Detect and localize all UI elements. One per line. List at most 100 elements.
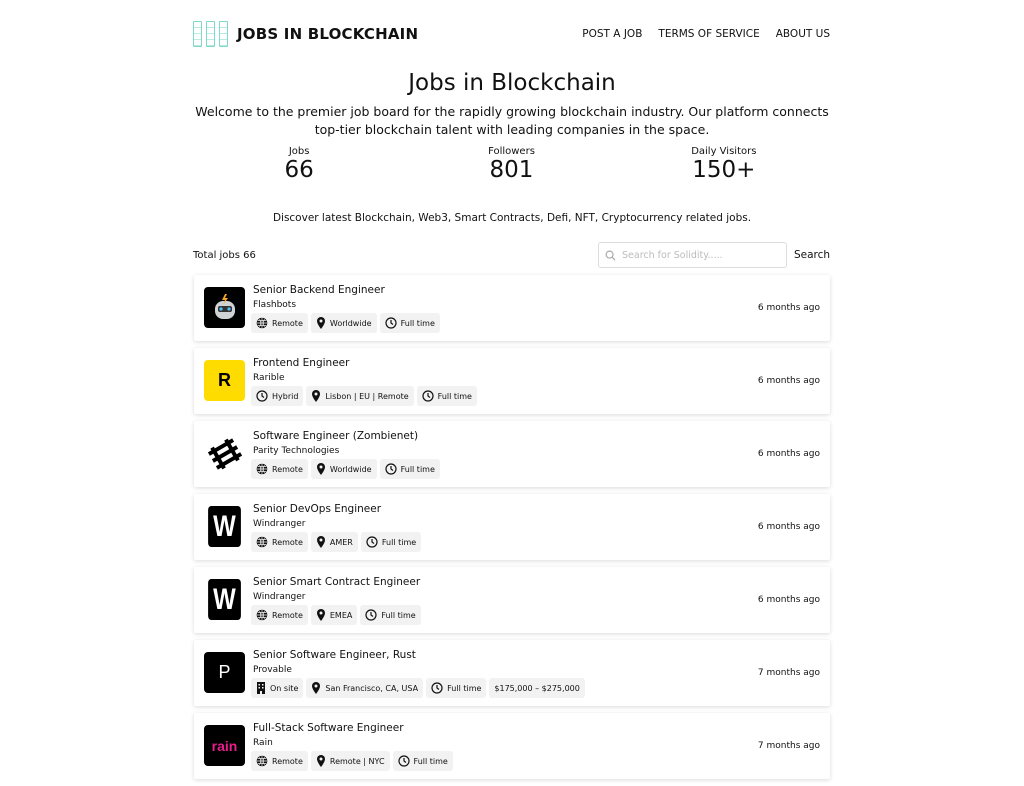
brand-name: JOBS IN BLOCKCHAIN [237, 25, 419, 43]
job-tag: Remote [251, 751, 308, 771]
job-title: Senior Software Engineer, Rust [253, 649, 416, 661]
job-tag: Full time [379, 313, 440, 333]
globe-icon [256, 317, 268, 329]
search-input[interactable] [622, 249, 772, 261]
nav-post-a-job[interactable]: POST A JOB [582, 28, 643, 40]
stat-value: 801 [489, 157, 534, 183]
job-tag: AMER [310, 532, 358, 552]
posted-time: 6 months ago [757, 595, 820, 605]
tag-label: Full time [381, 537, 417, 547]
total-jobs: Total jobs 66 [193, 250, 256, 261]
globe-icon [256, 463, 268, 475]
company-name: Provable [253, 665, 292, 675]
company-name: Windranger [253, 519, 306, 529]
stat-label: Jobs [288, 146, 310, 157]
tag-label: Full time [447, 683, 482, 693]
globe-icon [256, 536, 268, 548]
nav-about-us[interactable]: ABOUT US [775, 28, 830, 40]
posted-time: 6 months ago [757, 303, 820, 313]
search-button[interactable]: Search [794, 249, 831, 261]
job-tag: Worldwide [310, 459, 377, 479]
job-tag: Remote [251, 459, 308, 479]
tag-label: Full time [413, 756, 448, 766]
company-logo: R [204, 360, 245, 401]
clock-icon [366, 536, 378, 548]
job-tag: San Francisco, CA, USA [306, 678, 424, 698]
search-box [598, 242, 787, 268]
job-tag: Full time [379, 459, 440, 479]
pin-icon [311, 390, 321, 402]
clock-icon [431, 682, 443, 694]
globe-icon [256, 755, 268, 767]
brand-link[interactable]: JOBS IN BLOCKCHAIN [193, 21, 418, 47]
tag-label: $175,000 – $275,000 [494, 683, 580, 693]
tag-label: Remote [272, 464, 303, 474]
job-tags: Remote AMER Full time [251, 532, 422, 552]
job-tags: Remote Worldwide Full time [251, 459, 440, 479]
tag-label: Remote [272, 610, 303, 620]
job-title: Software Engineer (Zombienet) [253, 430, 419, 442]
job-title: Senior Backend Engineer [253, 284, 385, 296]
stat-value: 150+ [692, 157, 756, 183]
tag-label: Full time [400, 464, 435, 474]
posted-time: 7 months ago [757, 668, 820, 678]
job-card[interactable]: Software Engineer (Zombienet)Parity Tech… [194, 421, 830, 487]
search-icon [605, 250, 616, 261]
site-header: JOBS IN BLOCKCHAIN POST A JOB TERMS OF S… [193, 18, 830, 50]
job-title: Senior DevOps Engineer [253, 503, 382, 515]
pin-icon [316, 755, 326, 767]
job-tag: EMEA [310, 605, 358, 625]
job-tag: Full time [360, 605, 421, 625]
tag-label: Remote [272, 756, 303, 766]
company-logo: W [208, 506, 241, 547]
tag-label: Worldwide [329, 464, 372, 474]
company-logo [204, 433, 245, 474]
clock-icon [256, 390, 268, 402]
job-tag: Remote [251, 532, 308, 552]
tag-label: Full time [400, 318, 435, 328]
nav-terms-of-service[interactable]: TERMS OF SERVICE [658, 28, 760, 40]
company-logo [204, 287, 245, 328]
discover-text: Discover latest Blockchain, Web3, Smart … [272, 212, 752, 224]
posted-time: 6 months ago [757, 522, 820, 532]
job-title: Full-Stack Software Engineer [253, 722, 404, 734]
job-tag: Lisbon | EU | Remote [306, 386, 414, 406]
job-tag: Remote [251, 605, 308, 625]
stat-label: Followers [488, 146, 535, 157]
tag-label: Remote [272, 537, 303, 547]
job-title: Frontend Engineer [253, 357, 350, 369]
job-tags: Remote Remote | NYC Full time [251, 751, 453, 771]
job-tag: Remote | NYC [310, 751, 390, 771]
clock-icon [384, 317, 397, 329]
company-name: Windranger [253, 592, 306, 602]
clock-icon [365, 609, 377, 621]
pin-icon [316, 463, 326, 475]
pin-icon [316, 609, 326, 621]
company-logo: W [208, 579, 241, 620]
company-name: Flashbots [253, 300, 297, 310]
tag-label: Full time [437, 391, 472, 401]
clock-icon [397, 755, 410, 767]
posted-time: 7 months ago [757, 741, 820, 751]
page-title: Jobs in Blockchain [408, 70, 616, 96]
company-logo: P [204, 652, 245, 693]
pin-icon [311, 682, 321, 694]
posted-time: 6 months ago [757, 376, 820, 386]
pin-icon [316, 317, 326, 329]
job-tag: $175,000 – $275,000 [489, 678, 585, 698]
